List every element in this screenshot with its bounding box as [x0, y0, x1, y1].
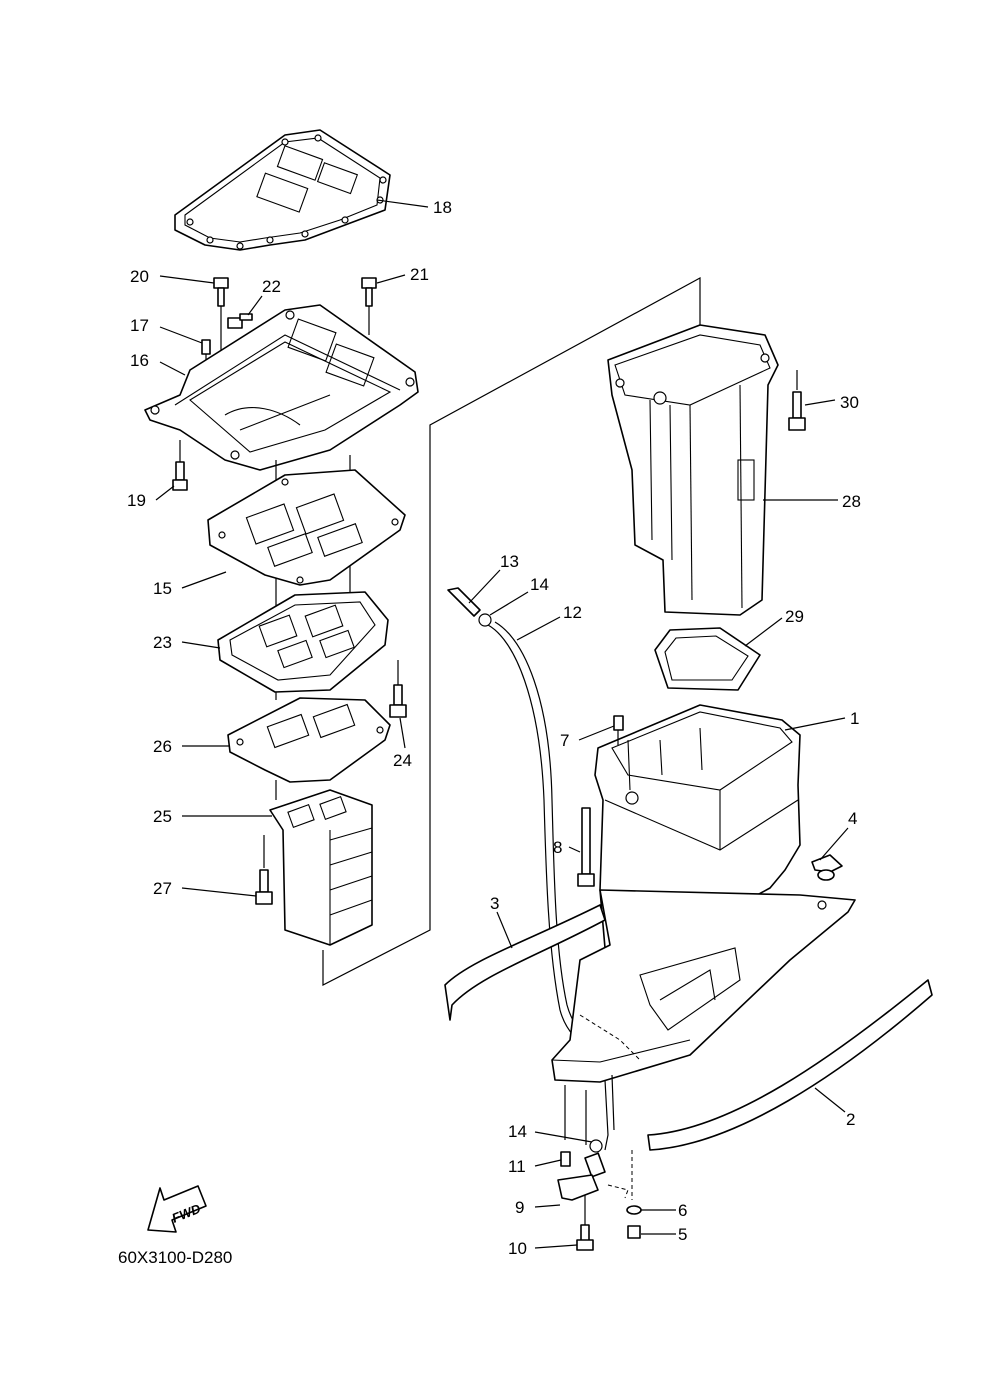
callout-7: 7 [560, 731, 569, 750]
lower-casing-plate [551, 889, 856, 1083]
callout-15: 15 [153, 579, 172, 598]
part-25-muffler [263, 789, 373, 946]
assembly-bracket [322, 276, 701, 986]
callout-29: 29 [785, 607, 804, 626]
part-11-dowel [560, 1151, 571, 1167]
part-21-bolt [361, 277, 377, 335]
callout-26: 26 [153, 737, 172, 756]
part-19-bolt [172, 440, 188, 491]
part-30-bolt [788, 391, 806, 431]
callout-1: 1 [850, 709, 859, 728]
lower-fitting-leaders [564, 1074, 633, 1225]
callout-30: 30 [840, 393, 859, 412]
part-5-bolt [627, 1225, 641, 1239]
callout-labels: 18 20 21 22 17 16 19 15 23 24 26 25 27 3… [127, 198, 861, 1258]
callout-10: 10 [508, 1239, 527, 1258]
part-27-bolt [255, 869, 273, 905]
callout-14-upper: 14 [530, 575, 549, 594]
callout-14-lower: 14 [508, 1122, 527, 1141]
part-23-plate [217, 591, 399, 693]
part-2-strip [647, 979, 933, 1151]
part-6-washer [626, 1205, 642, 1215]
callout-18: 18 [433, 198, 452, 217]
callout-16: 16 [130, 351, 149, 370]
callout-19: 19 [127, 491, 146, 510]
callout-2: 2 [846, 1110, 855, 1129]
callout-23: 23 [153, 633, 172, 652]
part-10-bolt [576, 1224, 594, 1251]
part-28-upper-casing [607, 324, 798, 616]
part-18-gasket [174, 129, 391, 251]
callout-4: 4 [848, 809, 857, 828]
part-4-plug [811, 854, 843, 881]
callout-9: 9 [515, 1198, 524, 1217]
part-26-gasket [227, 697, 391, 800]
callout-3: 3 [490, 894, 499, 913]
callout-12: 12 [563, 603, 582, 622]
callout-11: 11 [508, 1157, 526, 1176]
callout-17: 17 [130, 316, 149, 335]
callout-5: 5 [678, 1225, 687, 1244]
diagram-code: 60X3100-D280 [118, 1248, 232, 1267]
fwd-arrow-icon: FWD [147, 1185, 207, 1233]
part-3-strip [444, 904, 606, 1021]
callout-22: 22 [262, 277, 281, 296]
callout-8: 8 [553, 838, 562, 857]
part-24-bolt [389, 684, 407, 718]
part-15-gasket [207, 469, 406, 586]
part-22-fitting [227, 313, 253, 329]
part-14-clamp [478, 613, 492, 627]
part-14-lower-clamp [584, 1139, 606, 1178]
part-8-bolt [577, 807, 595, 887]
part-29-seal [654, 627, 761, 691]
callout-20: 20 [130, 267, 149, 286]
callout-27: 27 [153, 879, 172, 898]
callout-21: 21 [410, 265, 429, 284]
callout-25: 25 [153, 807, 172, 826]
part-13-fitting [447, 587, 481, 617]
part-7-dowel [613, 715, 624, 731]
part-9-joint [557, 1174, 629, 1201]
callout-28: 28 [842, 492, 861, 511]
callout-13: 13 [500, 552, 519, 571]
callout-6: 6 [678, 1201, 687, 1220]
callout-24: 24 [393, 751, 412, 770]
callout-leaders [155, 199, 849, 1249]
